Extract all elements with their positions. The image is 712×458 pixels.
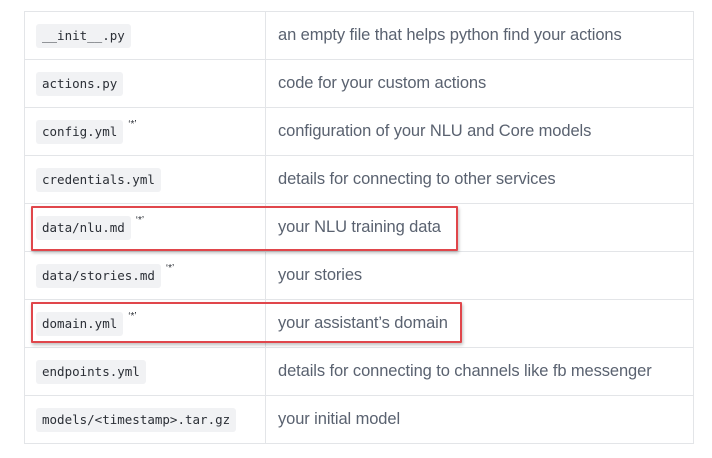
description-cell: details for connecting to channels like …: [265, 347, 694, 396]
description-cell: your assistant’s domain: [265, 299, 694, 348]
description-cell: your stories: [265, 251, 694, 300]
file-cell: actions.py: [24, 59, 266, 108]
description-cell: an empty file that helps python find you…: [265, 11, 694, 60]
description-cell: code for your custom actions: [265, 59, 694, 108]
file-cell: config.yml ‘*’: [24, 107, 266, 156]
table-row: models/<timestamp>.tar.gz your initial m…: [24, 395, 694, 444]
file-cell: credentials.yml: [24, 155, 266, 204]
table-row: endpoints.yml details for connecting to …: [24, 347, 694, 396]
file-cell: data/stories.md ‘*’: [24, 251, 266, 300]
file-name: models/<timestamp>.tar.gz: [36, 407, 237, 432]
file-name: actions.py: [36, 71, 124, 96]
required-marker: ‘*’: [165, 263, 175, 274]
file-name: config.yml: [36, 120, 124, 144]
project-files-table: __init__.py an empty file that helps pyt…: [24, 11, 694, 444]
description-cell: details for connecting to other services: [265, 155, 694, 204]
file-name: endpoints.yml: [36, 359, 146, 384]
file-cell: models/<timestamp>.tar.gz: [24, 395, 266, 444]
file-cell: __init__.py: [24, 11, 266, 60]
file-cell: domain.yml ‘*’: [24, 299, 266, 348]
file-cell: data/nlu.md ‘*’: [24, 203, 266, 252]
table-row: __init__.py an empty file that helps pyt…: [24, 11, 694, 60]
required-marker: ‘*’: [128, 311, 137, 322]
file-cell: endpoints.yml: [24, 347, 266, 396]
table-row: data/stories.md ‘*’ your stories: [24, 251, 694, 300]
required-marker: ‘*’: [135, 215, 145, 226]
description-cell: your NLU training data: [265, 203, 694, 252]
table-row: domain.yml ‘*’ your assistant’s domain: [24, 299, 694, 348]
table-row: credentials.yml details for connecting t…: [24, 155, 694, 204]
table-row: actions.py code for your custom actions: [24, 59, 694, 108]
file-name: data/nlu.md: [36, 216, 131, 240]
description-cell: configuration of your NLU and Core model…: [265, 107, 694, 156]
file-name: domain.yml: [36, 312, 124, 336]
file-name: credentials.yml: [36, 167, 161, 192]
table-row: config.yml ‘*’ configuration of your NLU …: [24, 107, 694, 156]
table-row: data/nlu.md ‘*’ your NLU training data: [24, 203, 694, 252]
file-name: data/stories.md: [36, 264, 161, 288]
required-marker: ‘*’: [128, 119, 137, 130]
file-name: __init__.py: [36, 23, 131, 48]
description-cell: your initial model: [265, 395, 694, 444]
